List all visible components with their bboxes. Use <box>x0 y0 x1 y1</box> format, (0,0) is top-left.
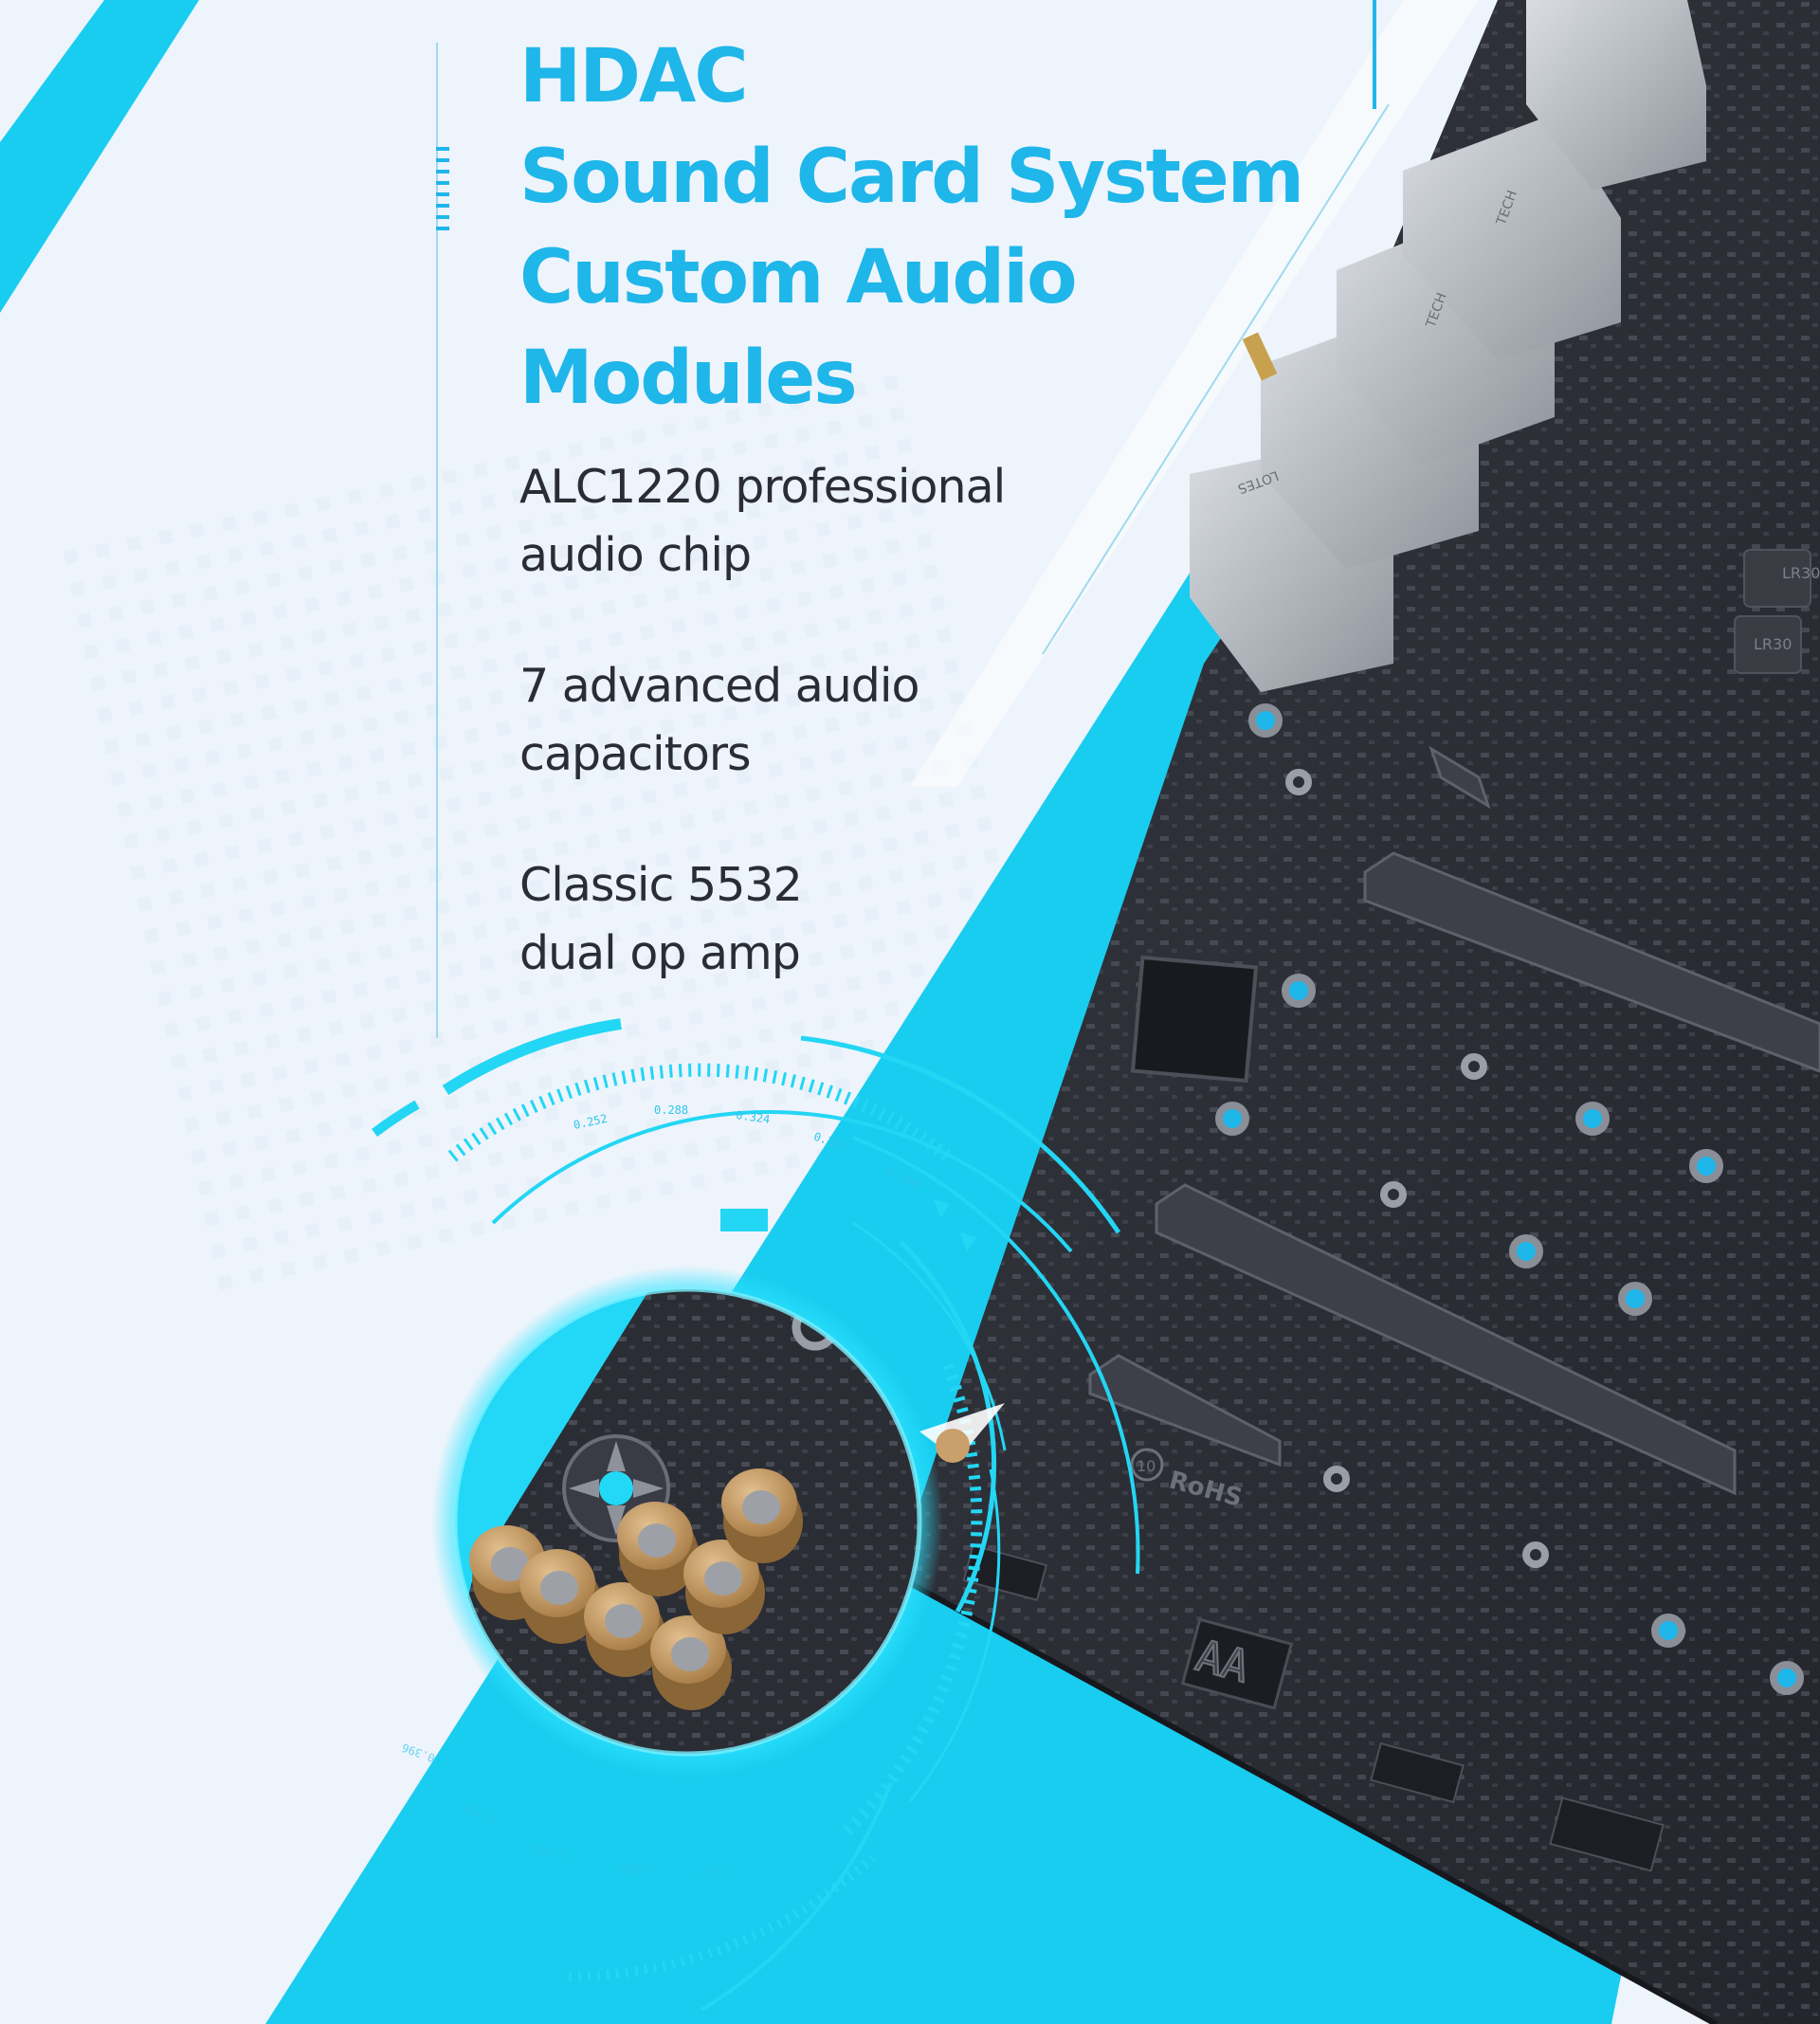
power-chokes: LR30 LR30 <box>1734 549 1820 674</box>
gauge-tick-label: 0.324 <box>735 1108 771 1126</box>
feature-audio-capacitors: 7 advanced audio capacitors <box>519 652 1005 789</box>
title-line: Custom Audio <box>519 235 1078 320</box>
pcie-slot <box>1363 851 1820 1073</box>
gauge-tick-label: 0.288 <box>619 1861 654 1877</box>
pcie-slots <box>1088 745 1820 1496</box>
title-line: Modules <box>519 336 858 421</box>
audio-capacitor <box>584 1582 665 1677</box>
feature-audio-chip: ALC1220 professional audio chip <box>519 453 1006 590</box>
feature-line: Classic 5532 <box>519 858 803 912</box>
audio-capacitor <box>721 1468 803 1563</box>
mounting-holes <box>1215 703 1804 1695</box>
pixel-cloud-decoration <box>63 374 1056 1294</box>
pcie-slot <box>1429 745 1491 810</box>
port-shield <box>1403 114 1621 360</box>
pcie-slot <box>1155 1183 1737 1496</box>
title-line: Sound Card System <box>519 135 1304 220</box>
stripe-marks <box>436 147 449 230</box>
page-title: HDAC Sound Card System Custom Audio Modu… <box>519 27 1304 429</box>
guide-line <box>1042 103 1390 655</box>
audio-capacitor <box>617 1502 699 1596</box>
choke-mark: LR30 <box>1754 635 1792 653</box>
io-ports: LOTES TECH TECH <box>1190 0 1706 692</box>
gauge-tick-label: 0.252 <box>701 1866 735 1879</box>
feature-line: dual op amp <box>519 926 801 980</box>
feature-line: audio chip <box>519 528 752 582</box>
antenna-connector <box>1242 332 1278 381</box>
gauge-tick-label: 0.396 <box>400 1741 437 1765</box>
audio-capacitor <box>519 1549 601 1644</box>
feature-list: ALC1220 professional audio chip 7 advanc… <box>519 453 1006 1050</box>
hud-gauge <box>371 1018 1140 2012</box>
port-shield <box>1526 0 1706 190</box>
audio-capacitors <box>469 1468 803 1710</box>
debug-display-frame <box>1180 1617 1294 1710</box>
gauge-arrow-icon <box>960 1232 976 1251</box>
gauge-tick-label: 0.288 <box>654 1103 688 1117</box>
feature-op-amp: Classic 5532 dual op amp <box>519 851 1005 988</box>
title-line: HDAC <box>519 34 749 119</box>
audio-capacitor <box>650 1615 732 1710</box>
audio-capacitor <box>683 1540 765 1634</box>
gauge-arrow-icon <box>934 1199 950 1218</box>
feature-line: 7 advanced audio <box>519 659 920 713</box>
pointer-arrow-icon <box>919 1403 1005 1463</box>
motherboard: LOTES TECH TECH <box>896 0 1820 2024</box>
choke-mark: LR30 <box>1782 564 1820 582</box>
pin-headers <box>962 1544 1665 1872</box>
feature-line: capacitors <box>519 727 752 781</box>
pcie-slot <box>1088 1354 1282 1468</box>
controller-chip <box>1130 955 1259 1084</box>
audio-zoom-bubble <box>431 1209 943 1778</box>
cert-mark: 10 <box>1137 1457 1156 1475</box>
cert-mark-circle <box>1130 1448 1164 1482</box>
feature-line: ALC1220 professional <box>519 460 1006 514</box>
